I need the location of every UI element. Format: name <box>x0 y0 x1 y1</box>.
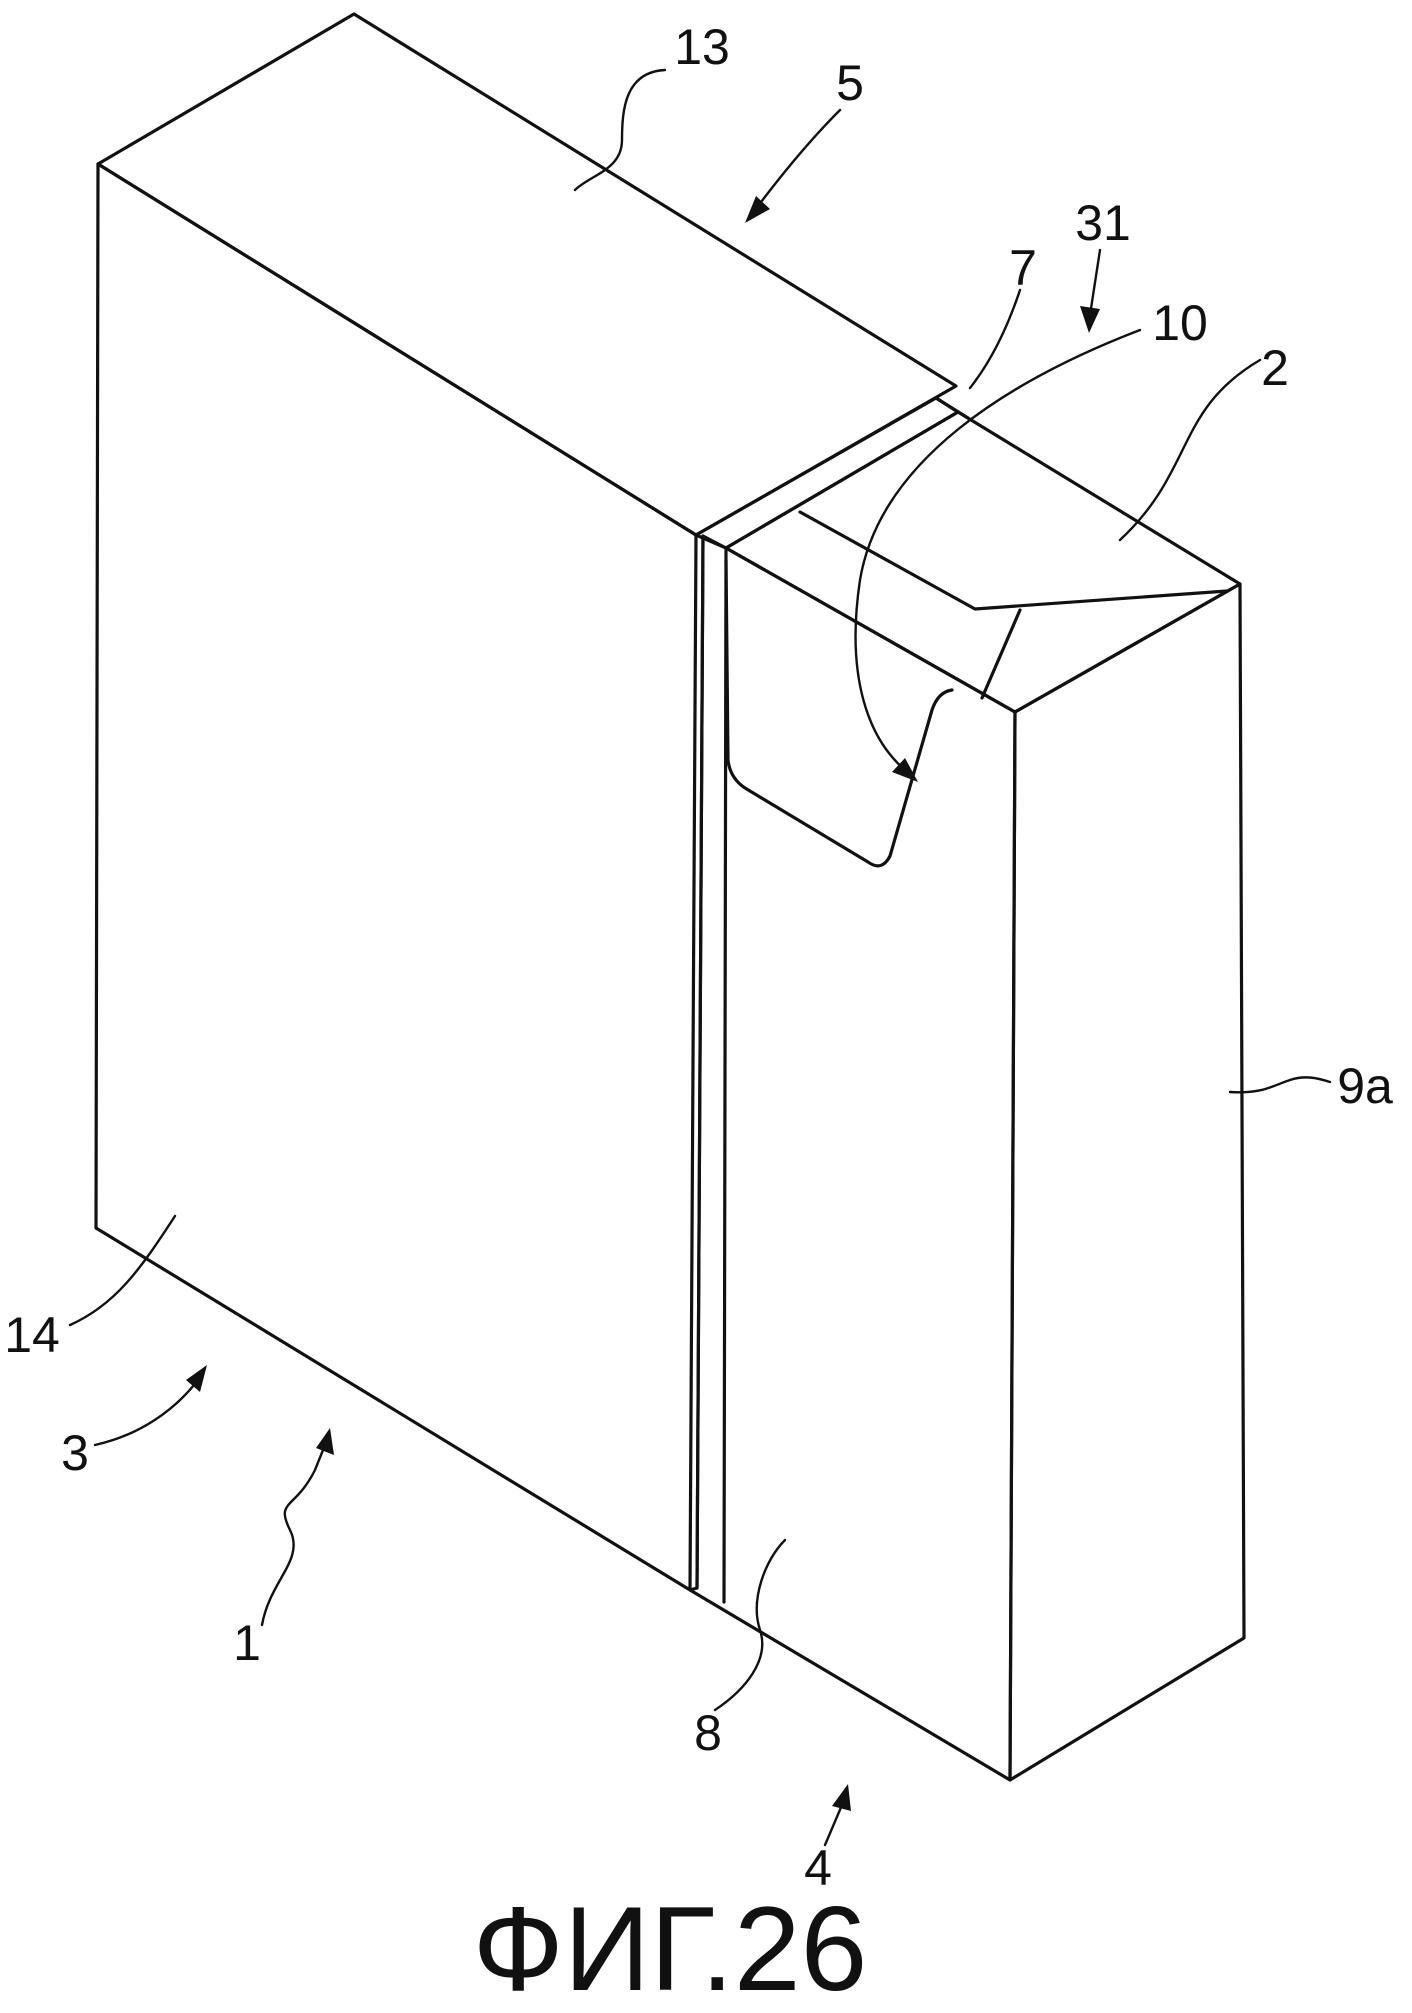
tray-front-face-8 <box>688 534 1017 1782</box>
label-3: 3 <box>61 1425 89 1481</box>
leader-5 <box>753 108 842 212</box>
label-5: 5 <box>836 55 864 111</box>
tray-side-face-9a <box>1008 582 1246 1782</box>
label-2: 2 <box>1261 340 1289 396</box>
leader-3 <box>93 1378 200 1447</box>
leader-31 <box>1088 248 1102 317</box>
figure-caption: ФИГ.26 <box>473 1882 868 2008</box>
outer-sleeve <box>94 12 958 1592</box>
leader-8 <box>713 1538 787 1712</box>
reference-labels: 13 5 31 7 10 2 9a 14 3 1 8 4 <box>4 19 1393 1896</box>
leader-13 <box>573 68 667 192</box>
leader-1 <box>260 1443 327 1627</box>
label-4: 4 <box>804 1840 832 1896</box>
arrow-10 <box>892 758 918 782</box>
tab-top-fold <box>798 510 1229 611</box>
label-8: 8 <box>694 1705 722 1761</box>
label-9a: 9a <box>1337 1058 1393 1114</box>
leader-14 <box>68 1214 177 1327</box>
label-31: 31 <box>1075 195 1131 251</box>
leader-2 <box>1118 358 1262 542</box>
label-7: 7 <box>1009 240 1037 296</box>
label-10: 10 <box>1152 295 1208 351</box>
tray-front-left-edge <box>722 546 728 1604</box>
tray-top-face-2 <box>724 410 1242 714</box>
label-1: 1 <box>233 1615 261 1671</box>
leader-9a <box>1228 1076 1332 1094</box>
arrow-3 <box>186 1365 207 1392</box>
label-13: 13 <box>674 19 730 75</box>
arrow-1 <box>316 1428 334 1455</box>
tab-cut-line <box>724 558 954 868</box>
tab-fold-crease <box>980 608 1022 700</box>
arrow-31 <box>1080 306 1100 333</box>
opening-tab-10 <box>724 510 1229 868</box>
leader-lines <box>68 68 1332 1847</box>
label-14: 14 <box>4 1307 60 1363</box>
leader-4 <box>823 1803 844 1847</box>
leader-7 <box>968 288 1022 390</box>
leader-10 <box>854 328 1142 772</box>
sleeve-top-face <box>96 12 958 537</box>
sleeve-front-face <box>94 162 698 1592</box>
arrow-4 <box>832 1784 851 1811</box>
arrow-5 <box>745 196 770 223</box>
inner-tray <box>688 396 1246 1782</box>
